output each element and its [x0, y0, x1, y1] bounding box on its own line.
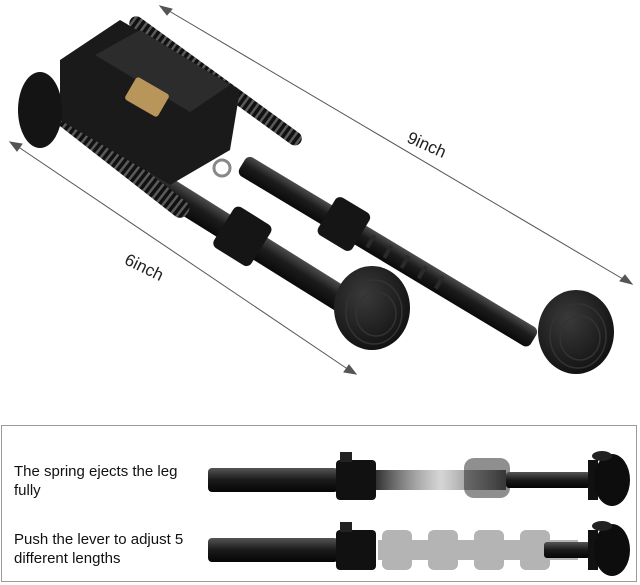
bipod-product-image	[8, 5, 634, 375]
spring-eject-demo-image	[208, 451, 630, 506]
feature-caption-lever: Push the lever to adjust 5 different len…	[14, 531, 184, 567]
feature-caption-spring: The spring ejects the leg fully	[14, 463, 178, 499]
short-leg	[143, 169, 355, 314]
dimension-line-9inch	[158, 5, 634, 285]
long-leg-foot	[538, 290, 614, 374]
long-leg	[238, 156, 538, 347]
lever-adjust-demo-image	[208, 521, 630, 576]
short-leg-foot	[334, 266, 410, 350]
feature-panel: The spring ejects the leg fully Push the…	[1, 425, 637, 582]
dimension-line-6inch	[8, 141, 358, 375]
mount-block	[18, 20, 240, 185]
